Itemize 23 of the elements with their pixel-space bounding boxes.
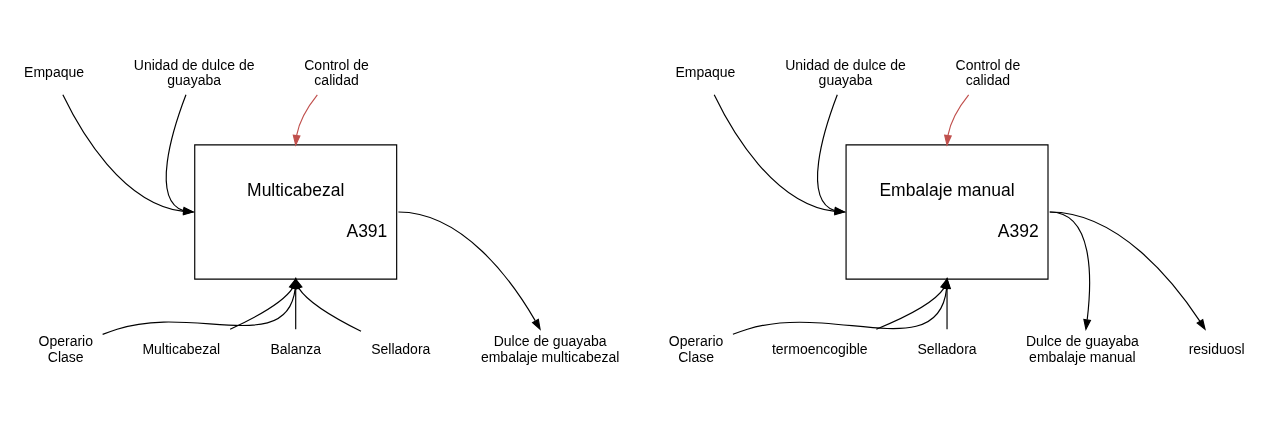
node-text: termoencogible bbox=[771, 340, 868, 357]
node-box: Embalaje manual A392 bbox=[845, 144, 1049, 280]
node-text: Operario Clase bbox=[668, 333, 724, 365]
node-text: Dulce de guayaba embalaje multicabezal bbox=[480, 333, 620, 365]
node-text: Control de calidad bbox=[955, 56, 1021, 88]
node-text: Empaque bbox=[24, 64, 85, 81]
arrow bbox=[1049, 211, 1206, 331]
node-text: Multicabezal bbox=[142, 340, 221, 357]
node-text: Dulce de guayaba embalaje manual bbox=[1026, 333, 1139, 365]
arrow bbox=[397, 211, 541, 331]
node-text: Operario Clase bbox=[38, 333, 93, 365]
node-text: Empaque bbox=[675, 64, 736, 81]
arrow bbox=[943, 94, 970, 147]
node-text: Unidad de dulce de guayaba bbox=[133, 56, 255, 88]
node-text: Selladora bbox=[371, 340, 431, 357]
node-text: residuosl bbox=[1188, 340, 1245, 357]
node-text: Unidad de dulce de guayaba bbox=[785, 56, 906, 88]
arrow bbox=[292, 94, 318, 147]
arrow bbox=[295, 277, 362, 332]
node-text: Balanza bbox=[270, 340, 321, 357]
node-text: Selladora bbox=[917, 340, 977, 357]
node-text: Control de calidad bbox=[304, 56, 369, 88]
node-box: Multicabezal A391 bbox=[194, 144, 398, 280]
